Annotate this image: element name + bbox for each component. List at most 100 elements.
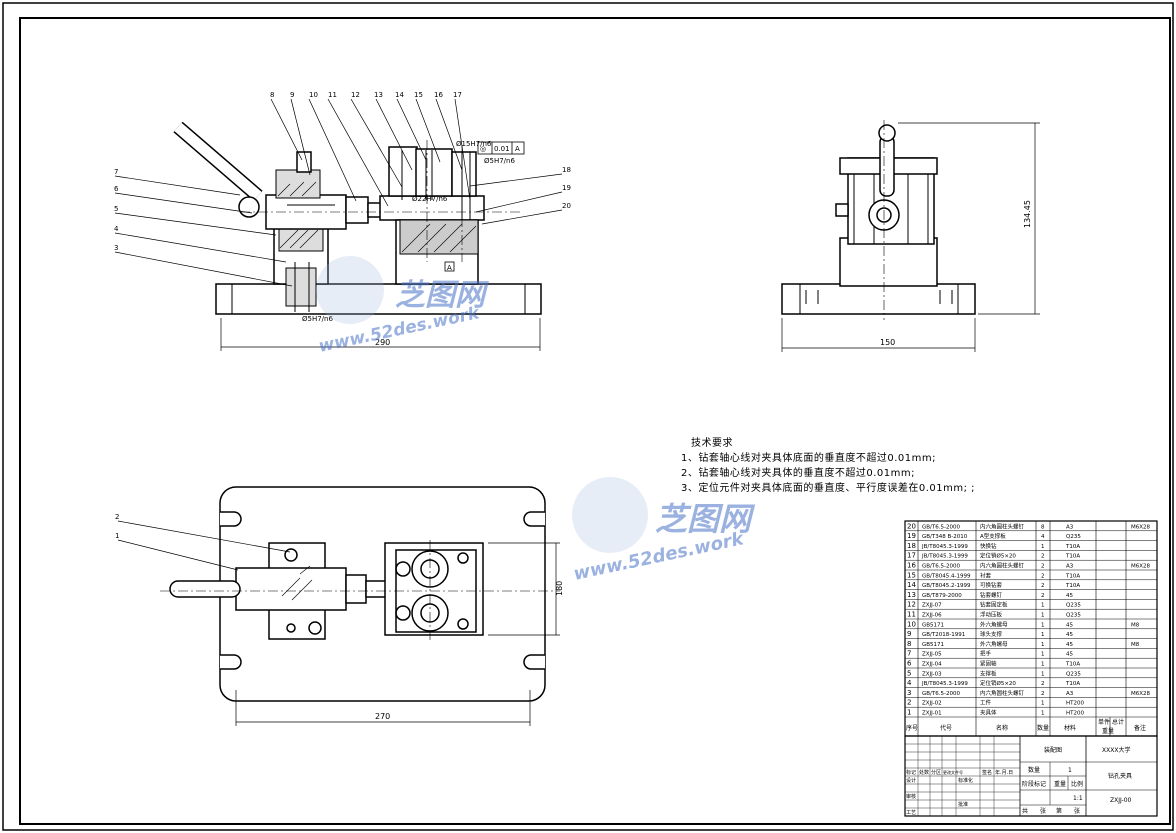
side-view [781,124,976,315]
tech-requirements: 技术要求 1、钻套轴心线对夹具体底面的垂直度不超过0.01mm; 2、钻套轴心线… [681,436,975,496]
top-view [169,486,546,702]
bom-row-8-code: GB5171 [922,642,944,648]
rev-label-2: 分区 [931,769,941,776]
gdt-symbol: ◎ [480,145,486,153]
fit-5h7n6-top: Ø5H7/n6 [484,157,515,165]
title-sheet-4: 张 [1074,807,1080,815]
balloon-10: 10 [309,91,318,99]
balloon-14: 14 [395,91,404,99]
bom-header-single: 单件 [1098,718,1110,726]
bom-row-16-material: A3 [1066,564,1074,570]
bom-row-16-note: M6X28 [1131,564,1151,570]
bom-row-13-code: GB/T879-2000 [922,593,962,599]
bom-row-14-qty: 2 [1041,583,1045,589]
bom-row-15-name: 衬套 [980,571,992,579]
gdt-frame [477,141,525,155]
title-drawing-no: ZXJJ-00 [1110,797,1132,804]
dim-180: 180 [555,581,564,596]
inner-border [19,17,1171,825]
bom-row-13-no: 13 [907,591,916,599]
bom-row-3-note: M6X28 [1131,691,1151,697]
bom-row-8-material: 45 [1066,642,1073,648]
role-label-4: 批准 [958,801,968,808]
front-view-fits: Ø15H7/n6 Ø5H7/n6 Ø22H7/n6 Ø5H7/n6 ◎ 0.01… [302,140,525,323]
front-view-hatching [277,181,477,253]
balloon-6: 6 [114,185,119,193]
bom-row-8-note: M8 [1131,642,1140,648]
bom-row-6-no: 6 [907,660,912,668]
bom-header-total: 总计 [1112,718,1124,726]
bom-header-qty: 数量 [1037,724,1049,732]
bom-row-2-qty: 1 [1041,701,1045,707]
bom-row-4-qty: 2 [1041,681,1045,687]
rev-label-4: 签名 [982,769,992,776]
bom-row-9-name: 球头支撑 [980,630,1003,638]
bom-row-18-material: T10A [1065,544,1080,550]
top-view-dimensions [235,542,560,726]
balloon-15: 15 [414,91,423,99]
balloon-4: 4 [114,225,119,233]
bom-header-note: 备注 [1134,724,1146,732]
bom-row-7-qty: 1 [1041,652,1045,658]
bom-row-18-code: JB/T8045.3-1999 [921,544,968,550]
bom-row-11-no: 11 [907,611,916,619]
bom-row-4-no: 4 [907,679,912,687]
bom-row-11-name: 浮动压板 [980,611,1003,619]
front-view-leaders [114,98,563,287]
bom-header-code: 代号 [940,724,952,732]
bom-row-10-material: 45 [1066,622,1073,628]
bom-row-20-no: 20 [907,522,916,530]
bom-row-3-code: GB/T6.5-2000 [922,691,960,697]
bom-row-17-name: 定位销Ø5×20 [980,552,1016,560]
role-label-1: 审核 [906,793,916,800]
bom-row-5-code: ZXJJ-03 [922,671,942,677]
bom-row-15-qty: 2 [1041,573,1045,579]
role-label-0: 设计 [906,777,916,784]
bom-row-7-name: 把手 [980,650,992,658]
bom-row-12-code: ZXJJ-07 [922,603,942,609]
bom-row-8-no: 8 [907,640,911,648]
bom-row-9-no: 9 [907,630,911,638]
bom-row-7-code: ZXJJ-05 [922,652,942,658]
balloon-18: 18 [562,166,571,174]
bom-row-12-no: 12 [907,601,916,609]
bom-row-14-name: 可换钻套 [980,581,1003,589]
dim-134-45: 134.45 [1023,200,1032,228]
bom-header-weight: 重量 [1102,727,1114,735]
title-block [904,735,1158,817]
bom-row-12-material: Q235 [1066,603,1081,609]
bom-row-10-name: 外六角螺母 [980,620,1008,628]
bom-row-5-qty: 1 [1041,671,1045,677]
bom-row-8-name: 外六角螺母 [980,640,1008,648]
bom-table [904,520,1158,737]
title-school: XXXX大学 [1102,746,1130,754]
bom-row-1-qty: 1 [1041,711,1045,717]
balloon-1: 1 [115,532,119,540]
bom-row-9-material: 45 [1066,632,1073,638]
balloon-16: 16 [434,91,443,99]
bom-row-20-name: 内六角圆柱头螺钉 [980,522,1025,530]
bom-row-15-no: 15 [907,571,916,579]
bom-row-18-qty: 1 [1041,544,1045,550]
tech-requirements-title: 技术要求 [691,438,733,449]
bom-row-6-material: T10A [1065,662,1080,668]
bom-row-1-material: HT200 [1066,711,1084,717]
bom-row-2-no: 2 [907,699,911,707]
bom-row-19-name: A型支撑板 [980,532,1006,540]
bom-row-14-no: 14 [907,581,916,589]
title-scale-label: 比例 [1071,780,1083,788]
title-qty-label: 数量 [1028,766,1040,774]
bom-row-16-name: 内六角圆柱头螺钉 [980,562,1025,570]
bom-row-3-name: 内六角圆柱头螺钉 [980,689,1025,697]
gdt-datum: A [515,145,520,153]
tech-requirement-2: 2、钻套轴心线对夹具体的垂直度不超过0.01mm; [681,468,915,479]
bom-row-3-qty: 2 [1041,691,1045,697]
bom-row-2-material: HT200 [1066,701,1084,707]
bom-row-14-material: T10A [1065,583,1080,589]
bom-row-19-code: GB/T348 B-2010 [922,534,968,540]
bom-row-17-material: T10A [1065,554,1080,560]
bom-header: 序号 代号 名称 数量 材料 单件 总计 重量 备注 [906,718,1146,735]
title-scale-value: 1:1 [1073,795,1083,802]
bom-row-4-material: T10A [1065,681,1080,687]
